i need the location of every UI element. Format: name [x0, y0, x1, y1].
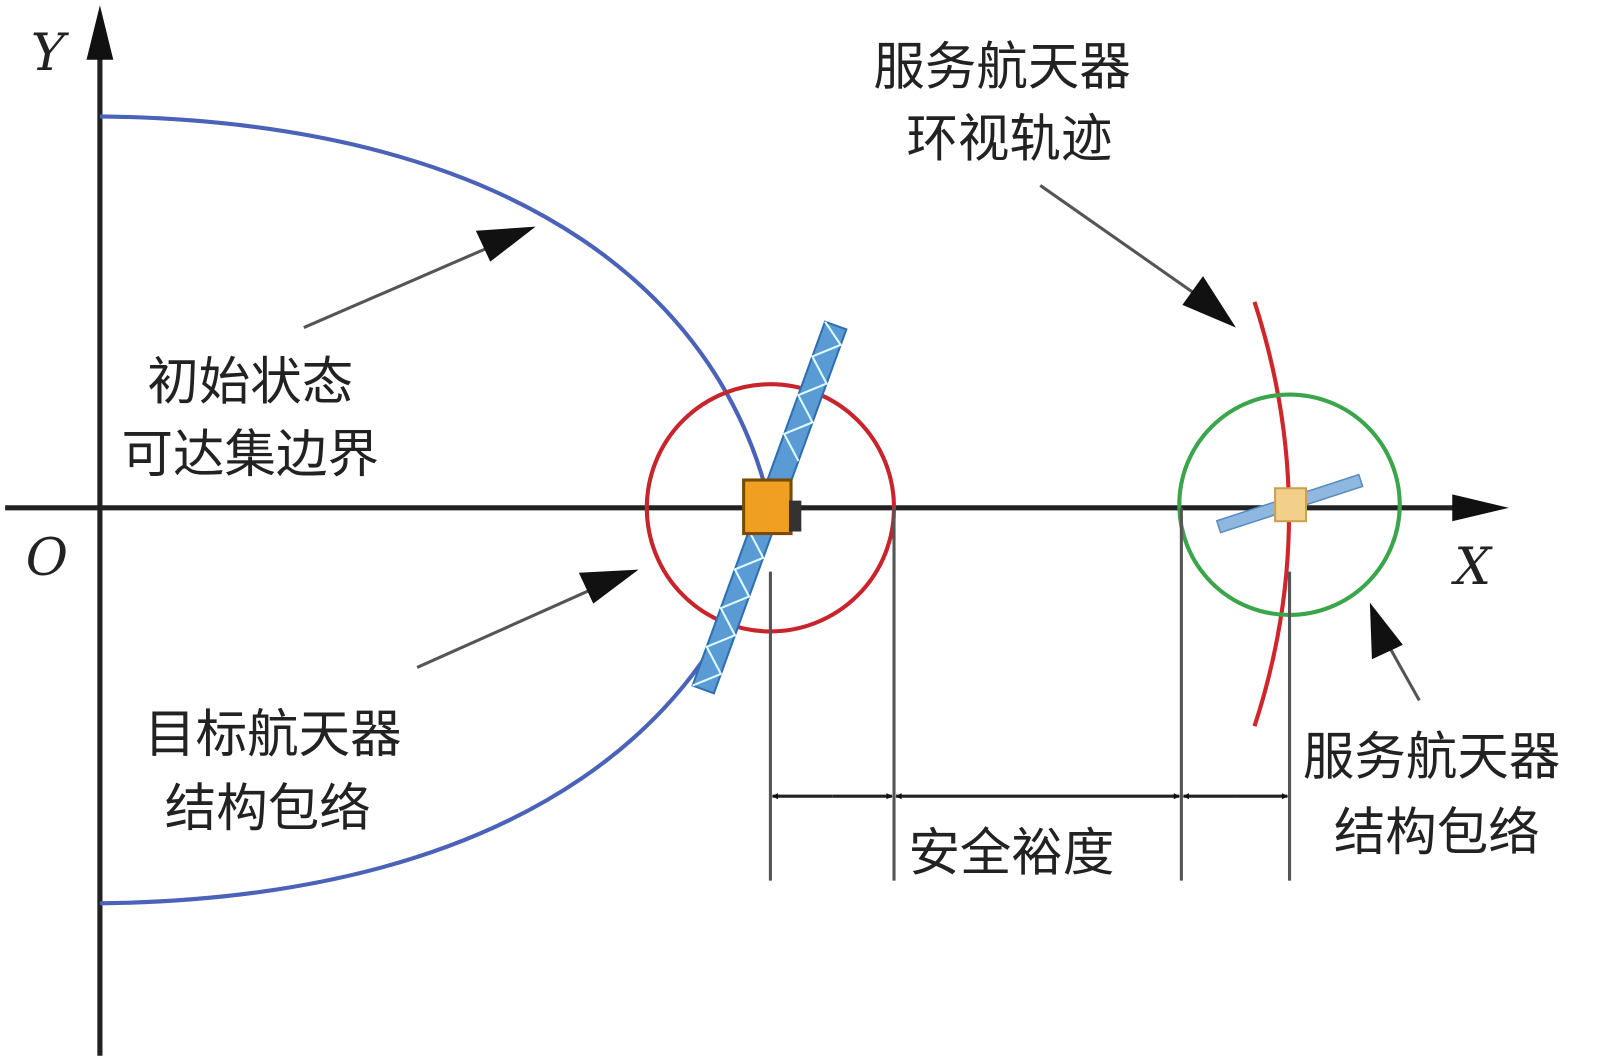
target-envelope-label-line2: 结构包络	[165, 779, 371, 839]
x-axis-arrow-icon	[1452, 494, 1509, 522]
origin-label: O	[26, 528, 68, 588]
x-axis-label: X	[1450, 537, 1493, 597]
initial-reach-label-line1: 初始状态	[147, 353, 353, 413]
target-envelope-label-line1: 目标航天器	[144, 705, 401, 765]
pointer-arrowheads	[475, 226, 1403, 660]
safety-margin-label: 安全裕度	[908, 823, 1114, 883]
service-trajectory-label-line1: 服务航天器	[873, 38, 1130, 98]
initial-reach-label-line2: 可达集边界	[122, 425, 379, 485]
target-spacecraft-icon	[691, 320, 848, 695]
dimension-guides	[768, 507, 1292, 881]
y-axis-label: Y	[31, 23, 70, 83]
y-axis-arrow-icon	[86, 5, 114, 60]
service-spacecraft-icon	[1215, 473, 1364, 534]
service-envelope-label-line1: 服务航天器	[1303, 728, 1560, 788]
service-trajectory-label-line2: 环视轨迹	[906, 110, 1112, 170]
pointer-arrows	[303, 184, 1421, 702]
service-envelope-label-line2: 结构包络	[1334, 803, 1540, 863]
